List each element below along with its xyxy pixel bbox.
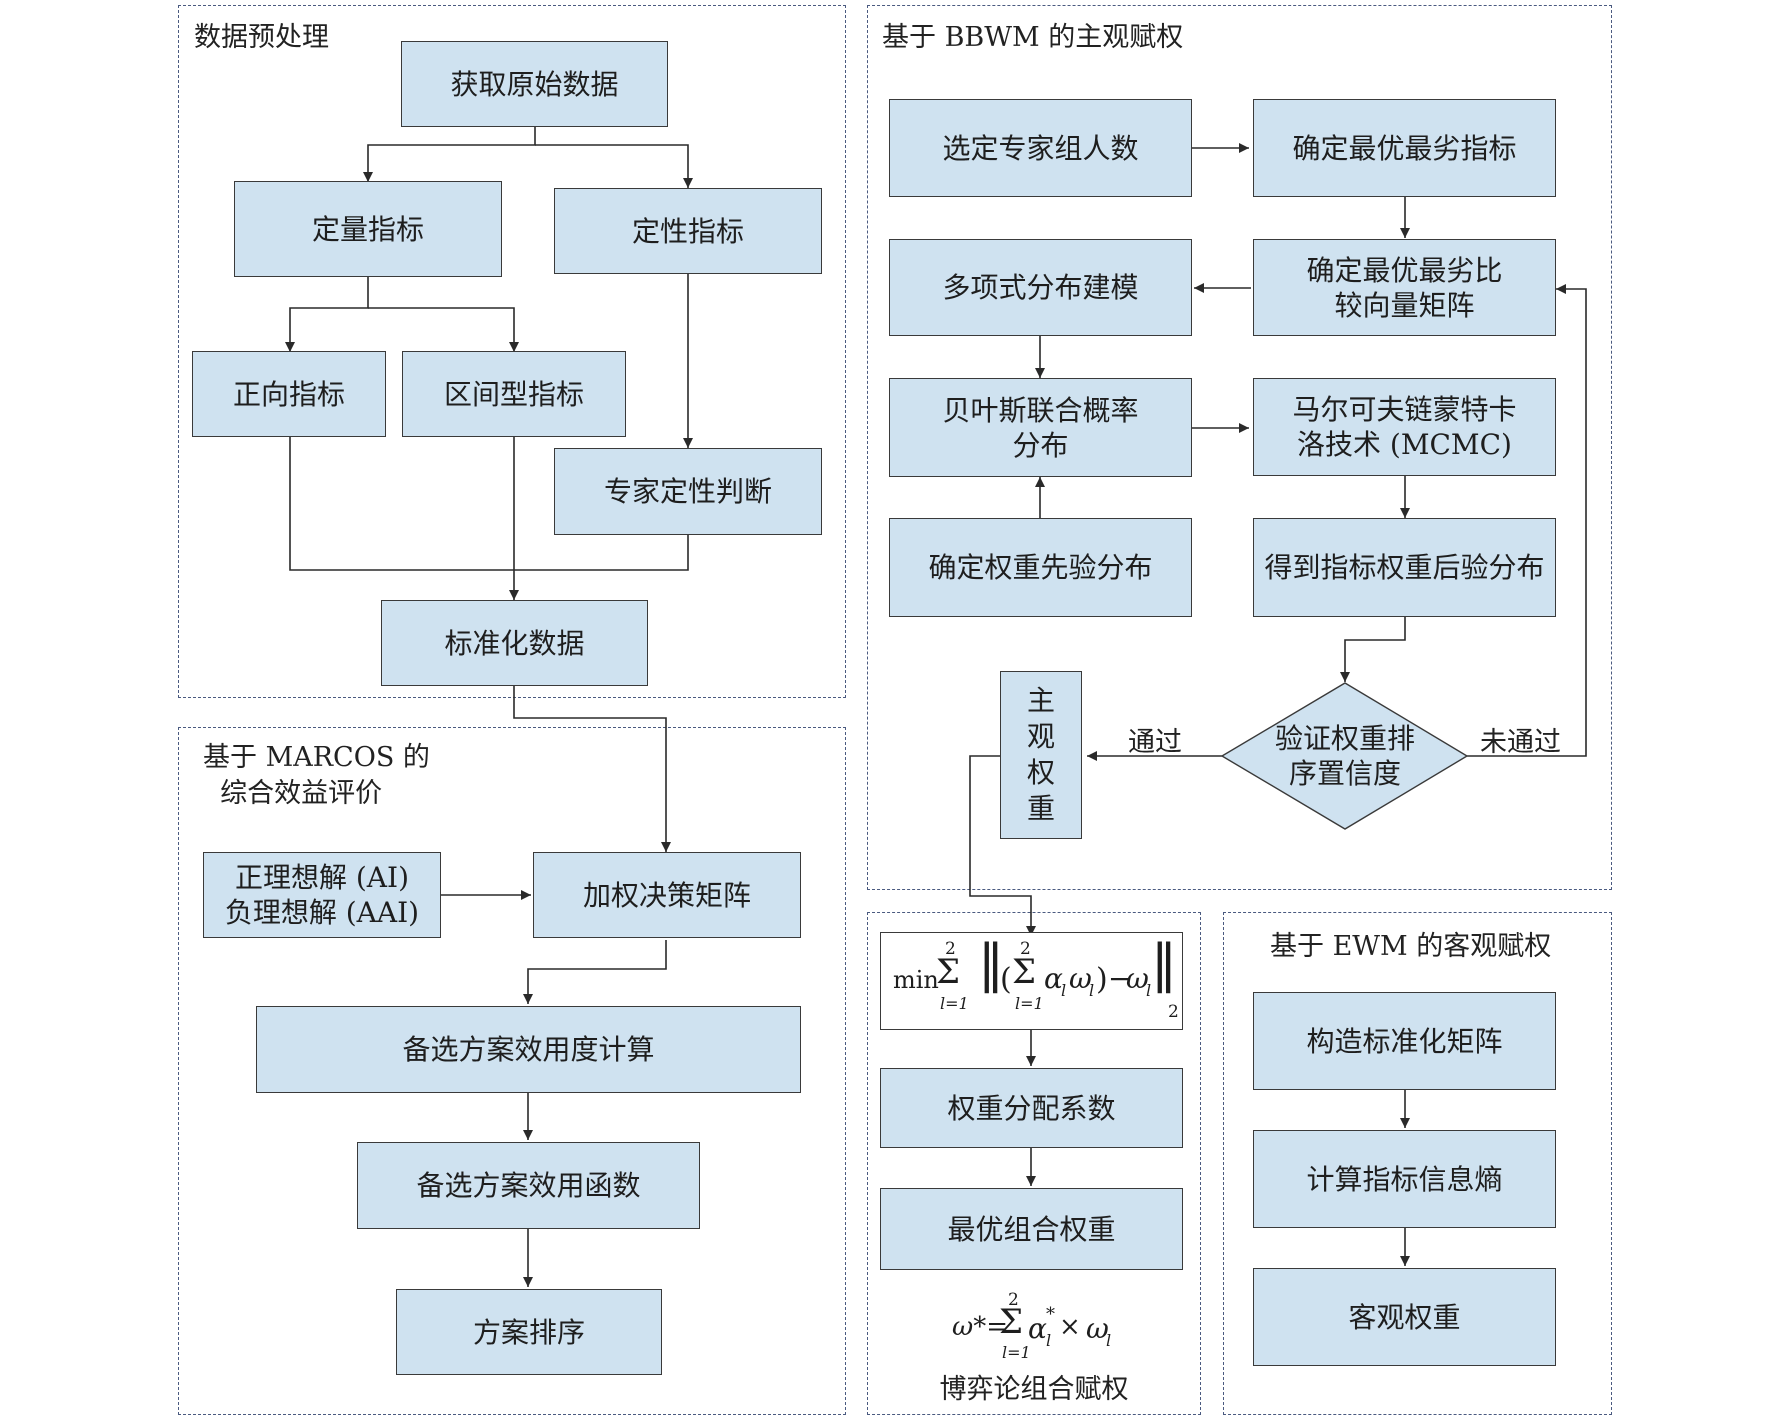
formula-alpha: α [1044,962,1063,995]
node-ranking: 方案排序 [396,1289,662,1375]
formula-objective-box [880,932,1183,1030]
formula-inner-sigma: Σ [1012,952,1037,992]
node-expert-judgment: 专家定性判断 [554,448,822,535]
formula-omega-sub: l [1089,981,1095,1000]
formula-paren-close: ) [1096,962,1108,997]
edge-label-pass: 通过 [1128,727,1182,758]
formula-inner-upper: 2 [1020,939,1031,959]
formula-combined-alpha: α [1028,1312,1047,1345]
node-ideal-solutions: 正理想解 (AI) 负理想解 (AAI) [203,852,441,938]
formula-combined-alpha-sup: * [1046,1304,1055,1325]
panel-bbwm [867,5,1612,890]
node-choose-experts: 选定专家组人数 [889,99,1192,197]
panel-game-theory [867,912,1201,1415]
node-quantitative-indicators: 定量指标 [234,181,502,277]
node-multinomial-model: 多项式分布建模 [889,239,1192,336]
formula-omega-2-sub: l [1146,981,1152,1000]
panel-ewm [1223,912,1612,1415]
formula-combined-times: × [1059,1312,1081,1342]
formula-objective: min 2 Σ l=1 ‖ ( 2 Σ l=1 α l ω l ) − ω l … [880,932,1183,1030]
formula-paren-open: ( [1000,962,1012,997]
node-objective-weight: 客观权重 [1253,1268,1556,1366]
formula-minus: − [1108,962,1132,995]
decision-diamond [1220,682,1469,830]
node-optimal-combined-weight: 最优组合权重 [880,1188,1183,1270]
node-standardized-data: 标准化数据 [381,600,648,686]
node-posterior-distribution: 得到指标权重后验分布 [1253,518,1556,617]
node-construct-std-matrix: 构造标准化矩阵 [1253,992,1556,1090]
node-subjective-weight: 主 观 权 重 [1000,671,1082,839]
formula-combined-omega: ω [1086,1312,1109,1345]
node-utility-degree: 备选方案效用度计算 [256,1006,801,1093]
formula-norm-right: ‖ [1151,934,1177,994]
panel-marcos [178,727,846,1415]
formula-sigma: Σ [936,952,961,992]
node-verify-confidence: 验证权重排 序置信度 [1274,722,1415,790]
edge-label-fail: 未通过 [1480,727,1561,758]
formula-min: min [893,966,939,994]
node-mcmc: 马尔可夫链蒙特卡 洛技术 (MCMC) [1253,378,1556,476]
formula-norm-left: ‖ [978,934,1004,994]
node-weighted-decision-matrix: 加权决策矩阵 [533,852,801,938]
node-bw-comparison-vectors: 确定最优最劣比 较向量矩阵 [1253,239,1556,336]
formula-norm-sub: 2 [1168,1002,1179,1022]
node-information-entropy: 计算指标信息熵 [1253,1130,1556,1228]
formula-combined-sigma: Σ [999,1302,1024,1342]
node-utility-function: 备选方案效用函数 [357,1142,700,1229]
node-bayes-joint-distribution: 贝叶斯联合概率 分布 [889,378,1192,477]
node-get-raw-data: 获取原始数据 [401,41,668,127]
formula-combined-alpha-sub: l [1046,1331,1052,1350]
panel-game-theory-caption: 博弈论组合赋权 [939,1374,1129,1405]
node-best-worst-indicators: 确定最优最劣指标 [1253,99,1556,197]
panel-bbwm-title: 基于 BBWM 的主观赋权 [882,22,1184,53]
formula-sum-lower: l=1 [940,994,969,1013]
formula-combined-sum-lower: l=1 [1002,1343,1031,1362]
formula-alpha-sub: l [1061,981,1067,1000]
panel-ewm-title: 基于 EWM 的客观赋权 [1270,931,1552,962]
node-prior-distribution: 确定权重先验分布 [889,518,1192,617]
formula-sum-upper: 2 [945,939,956,959]
panel-preprocess [178,5,846,698]
node-positive-indicators: 正向指标 [192,351,386,437]
node-qualitative-indicators: 定性指标 [554,188,822,274]
formula-combined-lhs: ω*= [952,1312,1008,1342]
panel-marcos-title: 基于 MARCOS 的 综合效益评价 [203,742,430,809]
formula-omega: ω [1069,962,1092,995]
formula-combined-omega-sub: l [1106,1331,1112,1350]
formula-omega-2: ω [1126,962,1149,995]
panel-preprocess-title: 数据预处理 [194,22,329,53]
node-weight-coefficient: 权重分配系数 [880,1068,1183,1148]
formula-combined-sum-upper: 2 [1008,1290,1019,1310]
formula-combined: ω*= 2 Σ l=1 α * l × ω l [930,1290,1140,1362]
node-interval-indicators: 区间型指标 [402,351,626,437]
formula-inner-lower: l=1 [1015,994,1044,1013]
